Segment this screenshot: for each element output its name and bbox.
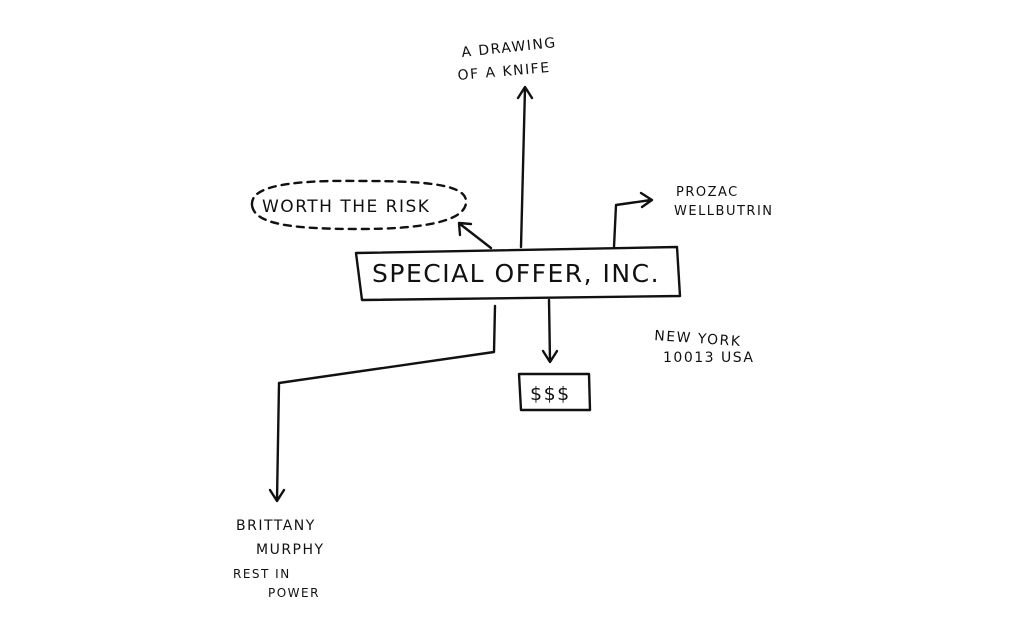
memorial-note-line-1: BRITTANY	[236, 518, 316, 534]
risk-note-dashed-outline	[250, 179, 468, 231]
central-box	[354, 245, 682, 302]
arrow-to-money-box	[541, 298, 559, 364]
memorial-note-line-4: POWER	[268, 586, 320, 600]
arrow-to-risk-note	[457, 221, 493, 250]
memorial-note-line-2: MURPHY	[256, 542, 325, 558]
knife-note-line-2: OF A KNIFE	[457, 60, 551, 84]
arrow-to-drugs-note	[612, 191, 654, 249]
knife-note-line-1: A DRAWING	[461, 35, 558, 61]
memorial-note-line-3: REST IN	[233, 567, 291, 581]
drugs-note-line-2: WELLBUTRIN	[674, 204, 774, 219]
money-box	[517, 372, 592, 412]
risk-note-label: WORTH THE RISK	[262, 197, 430, 217]
drugs-note-line-1: PROZAC	[676, 185, 739, 200]
central-box-label: SPECIAL OFFER, INC.	[372, 259, 660, 288]
arrow-to-memorial-note	[268, 304, 497, 503]
money-box-label: $$$	[530, 383, 571, 405]
address-line-2: 10013 USA	[663, 350, 754, 366]
address-line-1: NEW YORK	[654, 328, 742, 350]
arrow-to-knife-note	[516, 85, 534, 249]
